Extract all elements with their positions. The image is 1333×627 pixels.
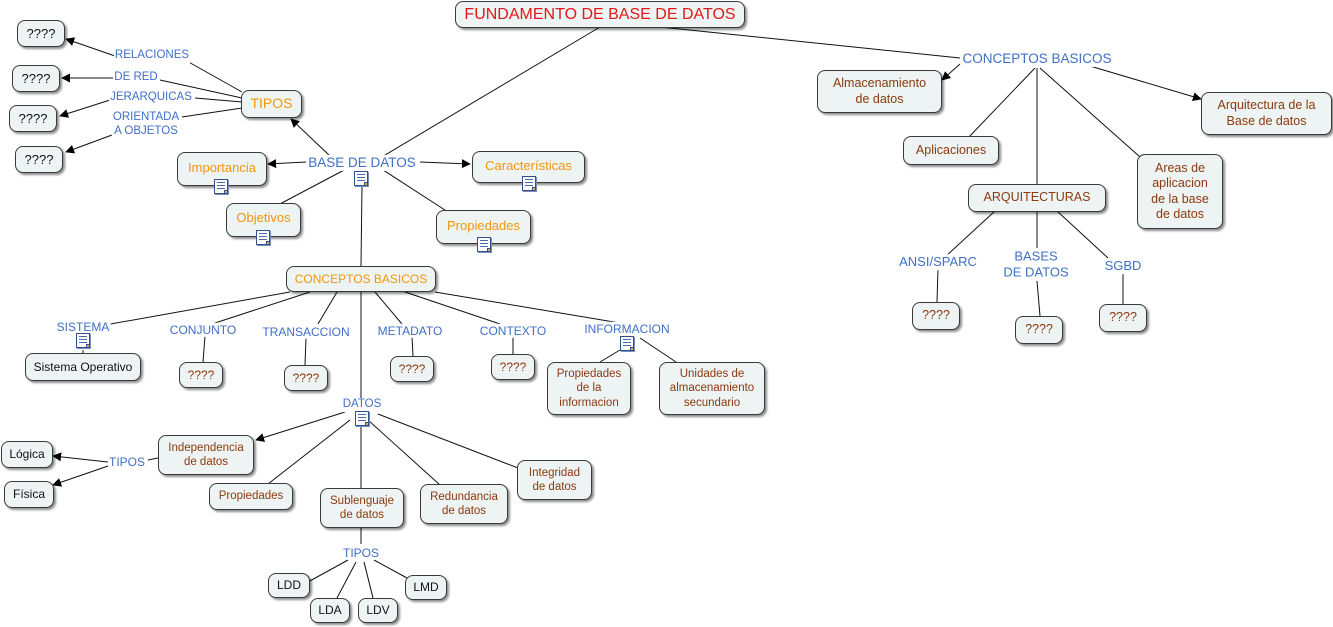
node-unknown-conjunto[interactable]: ????: [179, 362, 223, 388]
node-unknown-sgbd[interactable]: ????: [1099, 304, 1147, 332]
node-unknown-transaccion[interactable]: ????: [284, 365, 328, 391]
link-tipos-sublenguaje: TIPOS: [341, 545, 381, 561]
link-jerarquicas: JERARQUICAS: [109, 91, 193, 105]
node-unidades-almacenamiento[interactable]: Unidades de almacenamiento secundario: [659, 362, 765, 415]
link-conjunto: CONJUNTO: [168, 322, 238, 338]
node-independencia-de-datos[interactable]: Independencia de datos: [158, 435, 254, 475]
document-icon[interactable]: [620, 336, 634, 351]
link-metadato: METADATO: [376, 323, 444, 339]
node-areas-de-aplicacion[interactable]: Areas de aplicacion de la base de datos: [1137, 154, 1223, 229]
node-almacenamiento-de-datos[interactable]: Almacenamiento de datos: [817, 70, 942, 113]
link-orientada-a-objetos: ORIENTADA A OBJETOS: [111, 111, 181, 139]
link-conceptos-basicos-right: CONCEPTOS BASICOS: [961, 50, 1113, 68]
link-transaccion: TRANSACCION: [261, 324, 351, 340]
node-arquitecturas[interactable]: ARQUITECTURAS: [968, 184, 1106, 212]
node-importancia[interactable]: Importancia: [177, 152, 267, 186]
node-propiedades-informacion[interactable]: Propiedades de la informacion: [547, 362, 631, 415]
node-lda[interactable]: LDA: [310, 598, 350, 623]
link-datos: DATOS: [341, 398, 383, 412]
document-icon[interactable]: [477, 237, 491, 252]
node-unknown-metadato[interactable]: ????: [390, 356, 434, 382]
link-bases-de-datos: BASES DE DATOS: [1002, 248, 1070, 280]
node-unknown-bases[interactable]: ????: [1015, 316, 1063, 344]
link-base-de-datos: BASE DE DATOS: [307, 154, 417, 172]
node-logica[interactable]: Lógica: [1, 441, 53, 468]
link-sgbd: SGBD: [1103, 258, 1143, 274]
node-tipos[interactable]: TIPOS: [241, 90, 302, 118]
document-icon[interactable]: [214, 179, 228, 194]
link-contexto: CONTEXTO: [478, 323, 548, 339]
node-conceptos-basicos-left[interactable]: CONCEPTOS BASICOS: [286, 266, 436, 292]
link-sistema: SISTEMA: [55, 319, 111, 335]
node-unknown-de-red[interactable]: ????: [12, 65, 60, 92]
document-icon[interactable]: [256, 230, 270, 245]
node-unknown-orientada[interactable]: ????: [15, 146, 63, 173]
document-icon[interactable]: [76, 333, 90, 348]
node-redundancia-de-datos[interactable]: Redundancia de datos: [420, 484, 508, 524]
node-unknown-ansi[interactable]: ????: [912, 302, 960, 330]
node-unknown-jerarquicas[interactable]: ????: [9, 105, 57, 132]
node-integridad-de-datos[interactable]: Integridad de datos: [517, 460, 592, 500]
node-aplicaciones[interactable]: Aplicaciones: [903, 136, 999, 165]
link-tipos-independencia: TIPOS: [107, 454, 147, 470]
node-fisica[interactable]: Física: [4, 481, 54, 508]
node-unknown-relaciones[interactable]: ????: [17, 20, 65, 47]
node-sublenguaje-de-datos[interactable]: Sublenguaje de datos: [320, 488, 404, 528]
link-informacion: INFORMACION: [583, 321, 671, 337]
document-icon[interactable]: [355, 411, 369, 426]
node-propiedades-datos[interactable]: Propiedades: [209, 483, 293, 510]
node-unknown-contexto[interactable]: ????: [491, 354, 535, 380]
link-de-red: DE RED: [113, 71, 159, 85]
node-ldd[interactable]: LDD: [268, 573, 310, 598]
document-icon[interactable]: [354, 171, 368, 186]
node-objetivos[interactable]: Objetivos: [226, 203, 301, 237]
node-ldv[interactable]: LDV: [358, 598, 398, 623]
node-arquitectura-base-de-datos[interactable]: Arquitectura de la Base de datos: [1201, 92, 1332, 135]
node-lmd[interactable]: LMD: [405, 575, 447, 600]
document-icon[interactable]: [522, 176, 536, 191]
node-sistema-operativo[interactable]: Sistema Operativo: [25, 353, 141, 381]
link-relaciones: RELACIONES: [113, 49, 191, 63]
main-title-node[interactable]: FUNDAMENTO DE BASE DE DATOS: [455, 1, 745, 28]
link-ansi-sparc: ANSI/SPARC: [898, 254, 978, 270]
